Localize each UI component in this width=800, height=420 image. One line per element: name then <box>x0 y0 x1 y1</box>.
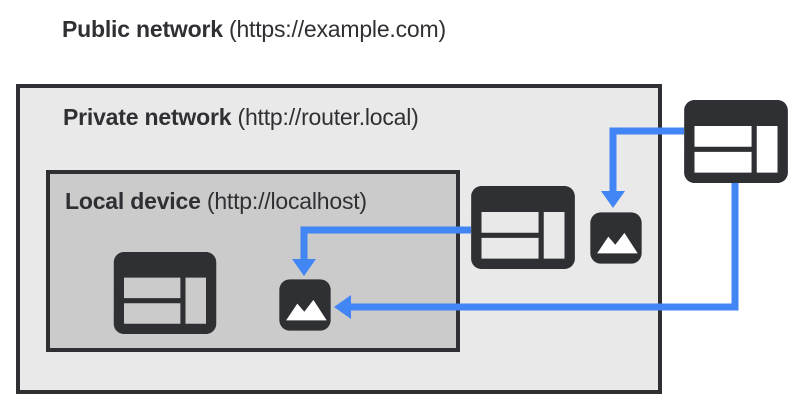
local-device-box: Local device (http://localhost) <box>46 170 460 352</box>
local-image-node <box>277 277 333 338</box>
local-device-label: Local device (http://localhost) <box>65 188 367 214</box>
image-icon <box>590 212 642 264</box>
private-network-url: (http://router.local) <box>231 104 419 130</box>
private-image-node <box>588 210 644 271</box>
local-browser-node <box>113 252 217 339</box>
public-network-label: Public network (https://example.com) <box>62 16 446 42</box>
private-network-label: Private network (http://router.local) <box>63 104 419 130</box>
public-network-name: Public network <box>62 16 223 42</box>
browser-window-icon <box>113 252 217 334</box>
image-icon <box>279 279 331 331</box>
browser-window-icon <box>684 100 788 183</box>
browser-window-icon <box>471 186 575 269</box>
local-device-name: Local device <box>65 188 201 214</box>
private-network-name: Private network <box>63 104 232 130</box>
local-device-url: (http://localhost) <box>200 188 367 214</box>
public-network-url: (https://example.com) <box>222 16 446 42</box>
public-browser-node <box>684 100 788 188</box>
private-browser-node <box>471 186 575 274</box>
